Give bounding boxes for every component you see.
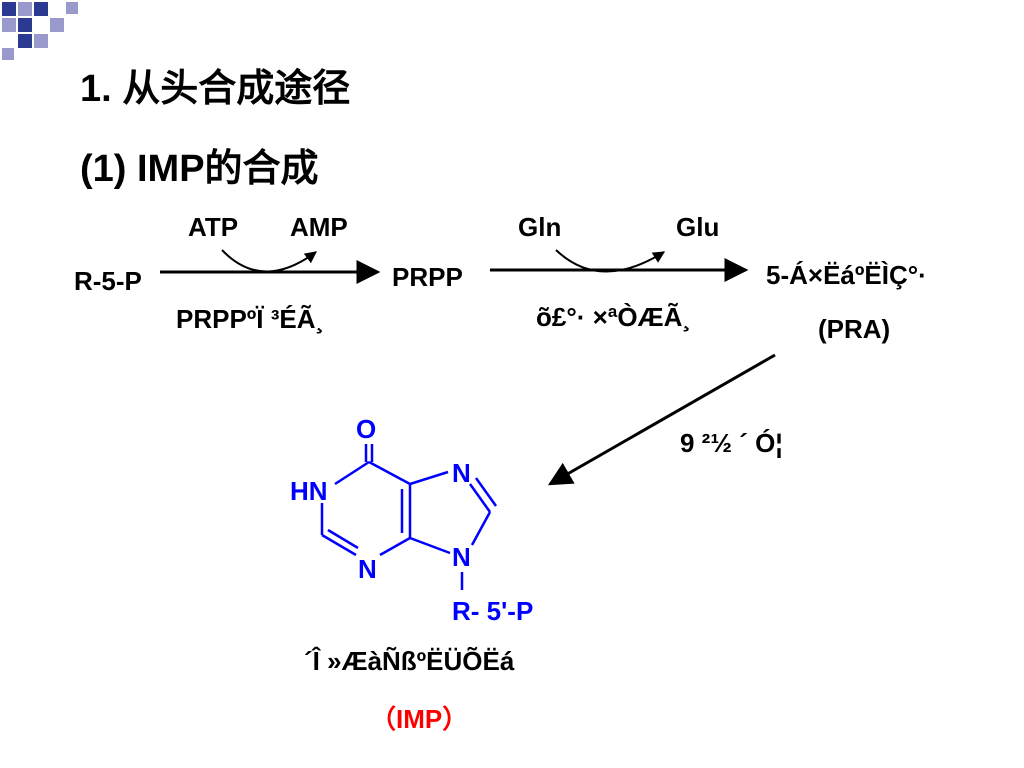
substituent-r5p: R- 5'-P <box>452 596 534 626</box>
cofactor-curve-1 <box>221 249 317 273</box>
atom-n3: N <box>358 554 377 584</box>
substrate-r5p: R-5-P <box>74 266 142 296</box>
molecule-name: ´Î »ÆàÑßºËÜÕËá <box>304 646 515 676</box>
cofactor-curve-2 <box>555 249 666 273</box>
atom-o: O <box>356 414 377 444</box>
imp-structure <box>320 444 498 590</box>
cofactor-glu: Glu <box>676 212 720 242</box>
corner-decoration <box>0 0 80 62</box>
enzyme-label-2: õ£°· ×ªÒÆÃ¸ <box>536 302 692 332</box>
product-prpp: PRPP <box>392 262 463 292</box>
product-pra: 5-Á×ËáºËÌÇ°· <box>766 260 927 290</box>
enzyme-label-1: PRPPºÏ ³ÉÃ¸ <box>176 304 325 334</box>
cofactor-gln: Gln <box>518 212 562 242</box>
atom-n7: N <box>452 458 471 488</box>
slide-heading: 1. 从头合成途径 <box>80 68 351 110</box>
atom-hn: HN <box>290 476 328 506</box>
molecule-abbr: （IMP） <box>370 704 469 734</box>
cofactor-atp: ATP <box>188 212 239 242</box>
atom-n9: N <box>452 542 471 572</box>
slide-subheading: (1) IMP的合成 <box>80 148 319 190</box>
product-pra-abbr: (PRA) <box>818 314 891 344</box>
cofactor-amp: AMP <box>290 212 348 242</box>
step3-label: 9 ²½ ´ Ó¦ <box>680 428 783 458</box>
reaction-arrow-3 <box>547 353 776 486</box>
